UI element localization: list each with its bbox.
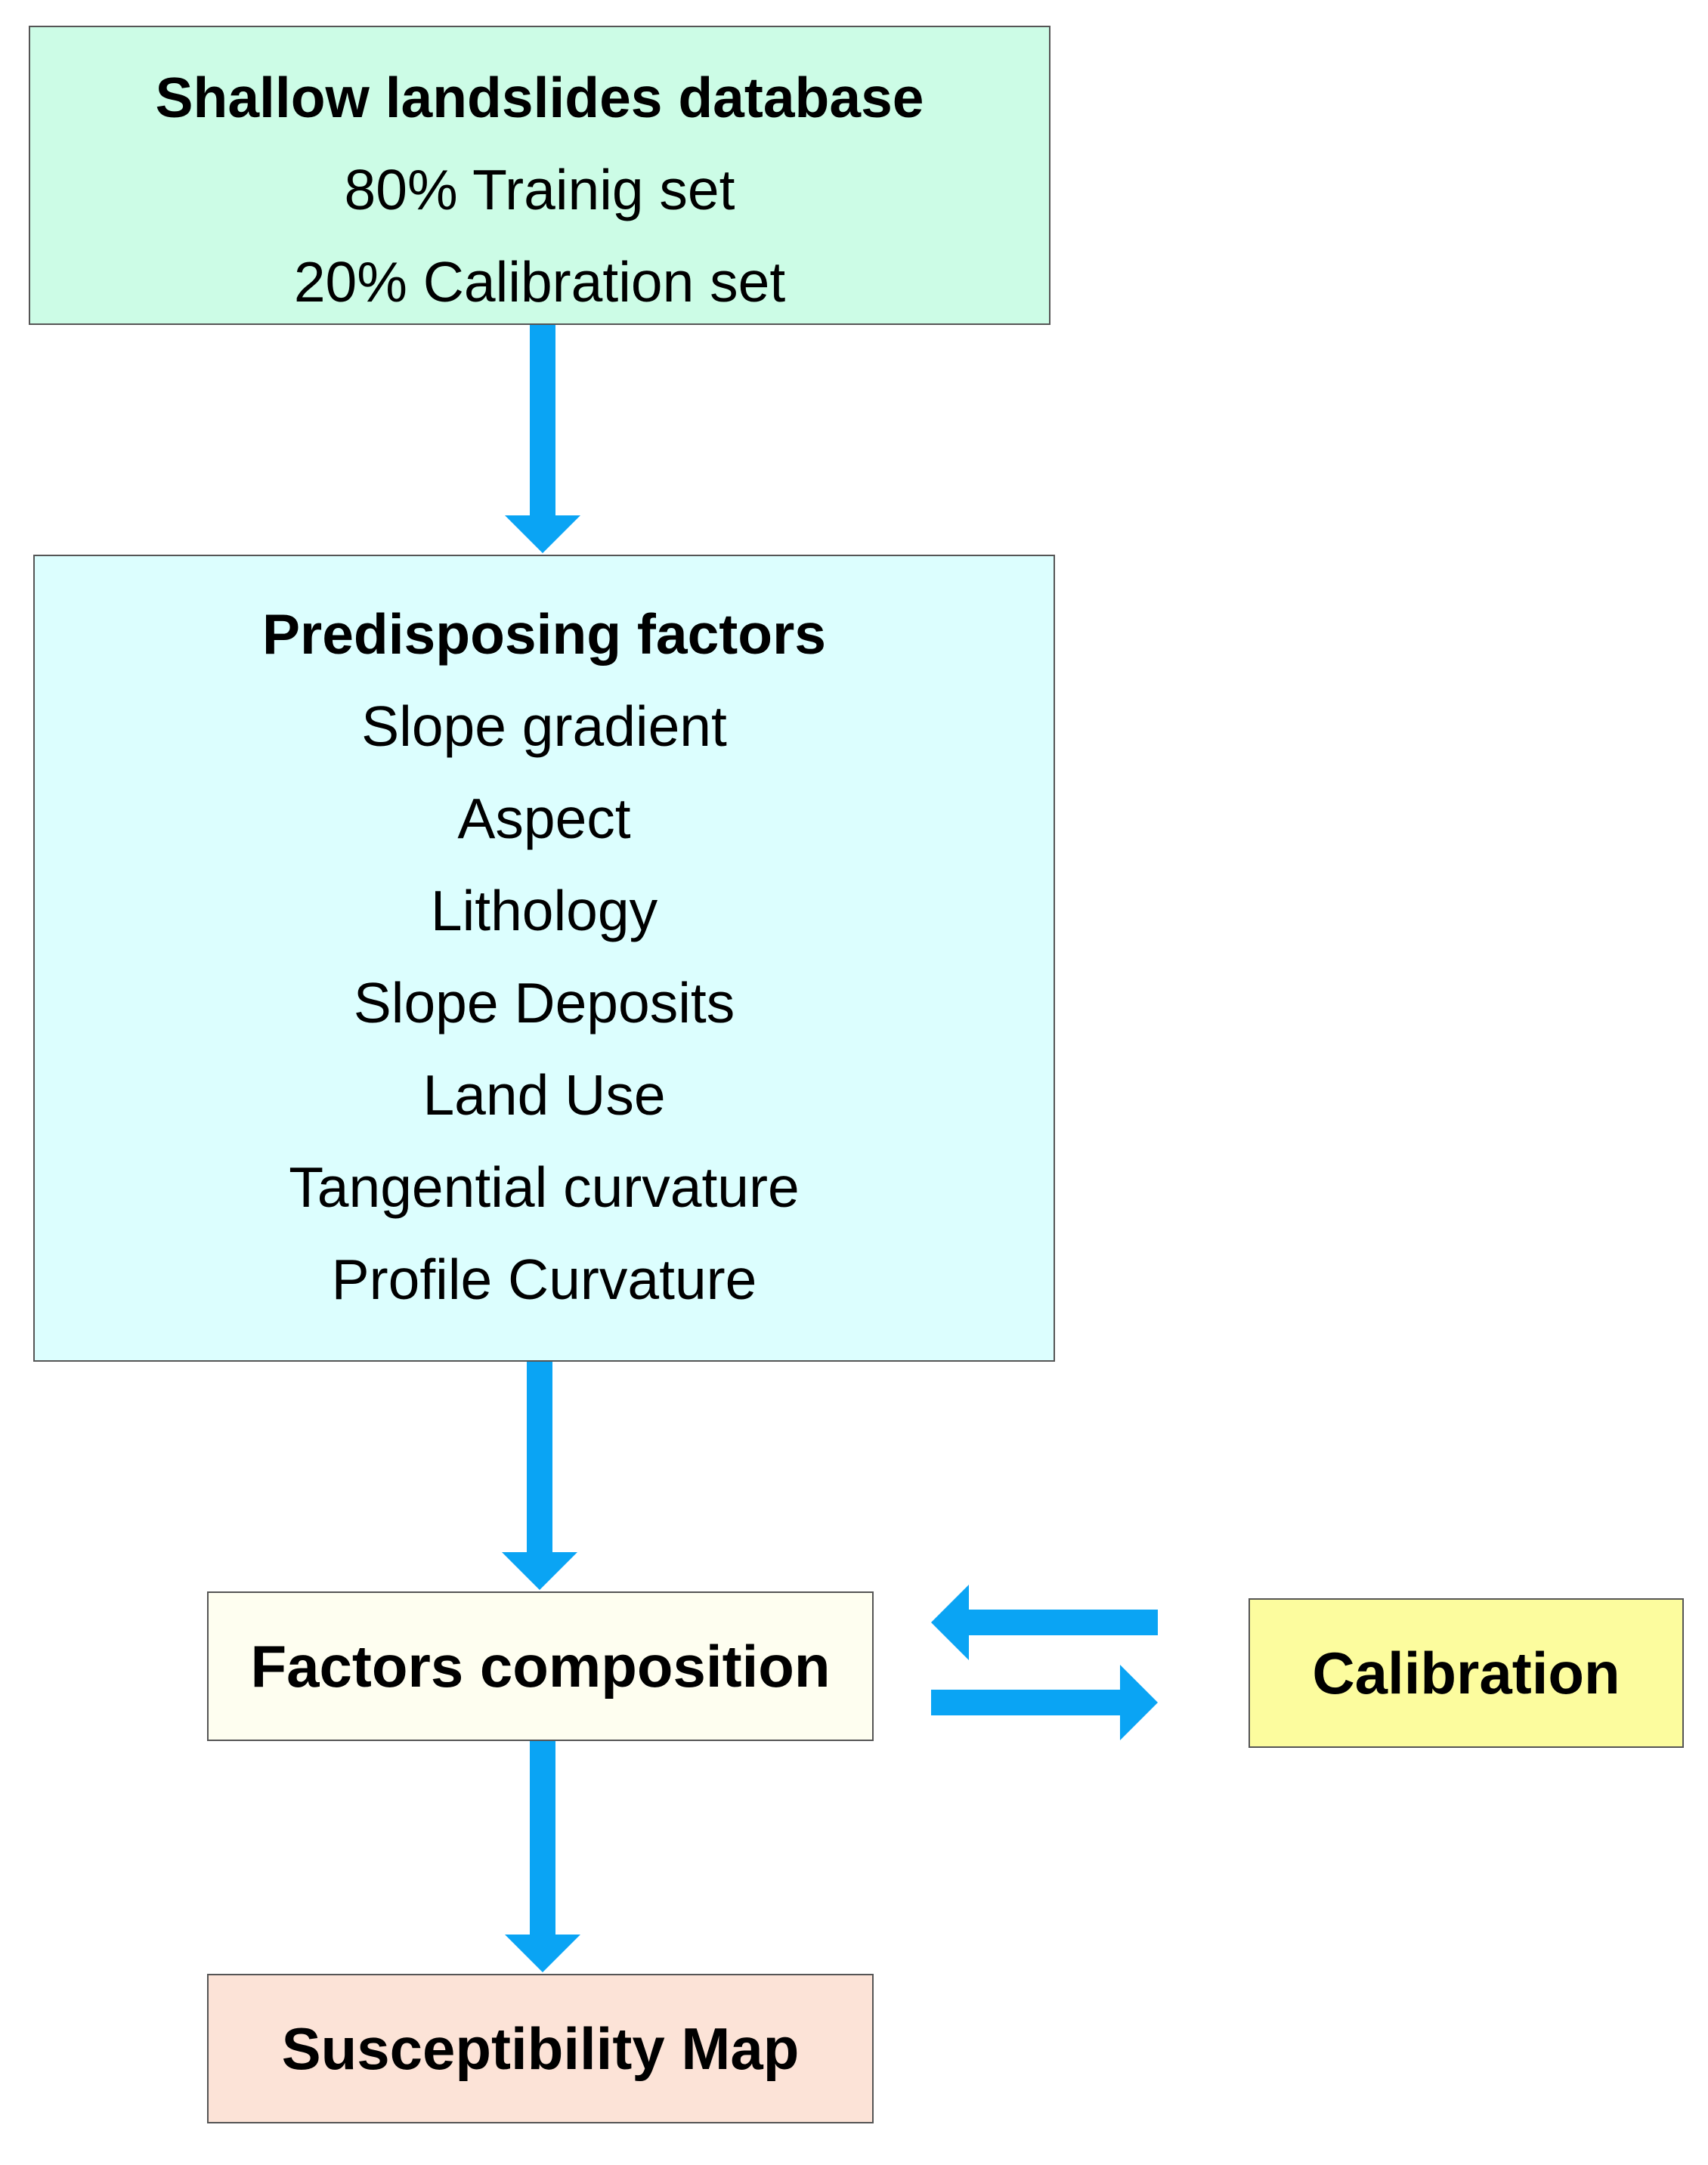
database-box: Shallow landslides database 80% Trainig … (29, 26, 1050, 325)
factor-slope-gradient: Slope gradient (361, 694, 727, 758)
arrow-database-to-factors (505, 325, 580, 553)
arrow-factors-to-composition (502, 1362, 577, 1590)
composition-title: Factors composition (250, 1632, 831, 1700)
predisposing-factors-box: Predisposing factors Slope gradient Aspe… (33, 555, 1055, 1362)
factors-composition-box: Factors composition (207, 1591, 874, 1741)
database-calibration-set: 20% Calibration set (293, 250, 786, 314)
calibration-box: Calibration (1249, 1598, 1684, 1748)
arrow-composition-to-calibration (931, 1665, 1158, 1740)
map-title: Susceptibility Map (281, 2015, 800, 2082)
arrow-composition-to-map (505, 1741, 580, 1972)
factors-title: Predisposing factors (261, 602, 826, 666)
susceptibility-map-box: Susceptibility Map (207, 1974, 874, 2123)
factor-profile-curvature: Profile Curvature (331, 1248, 757, 1311)
database-title: Shallow landslides database (155, 66, 924, 129)
database-training-set: 80% Trainig set (344, 158, 735, 221)
arrow-calibration-to-composition (931, 1585, 1158, 1660)
factor-lithology: Lithology (430, 879, 658, 942)
factor-slope-deposits: Slope Deposits (353, 971, 735, 1035)
factor-aspect: Aspect (457, 787, 631, 850)
factor-tangential-curvature: Tangential curvature (289, 1155, 800, 1219)
factor-land-use: Land Use (422, 1063, 666, 1127)
calibration-title: Calibration (1312, 1639, 1620, 1706)
